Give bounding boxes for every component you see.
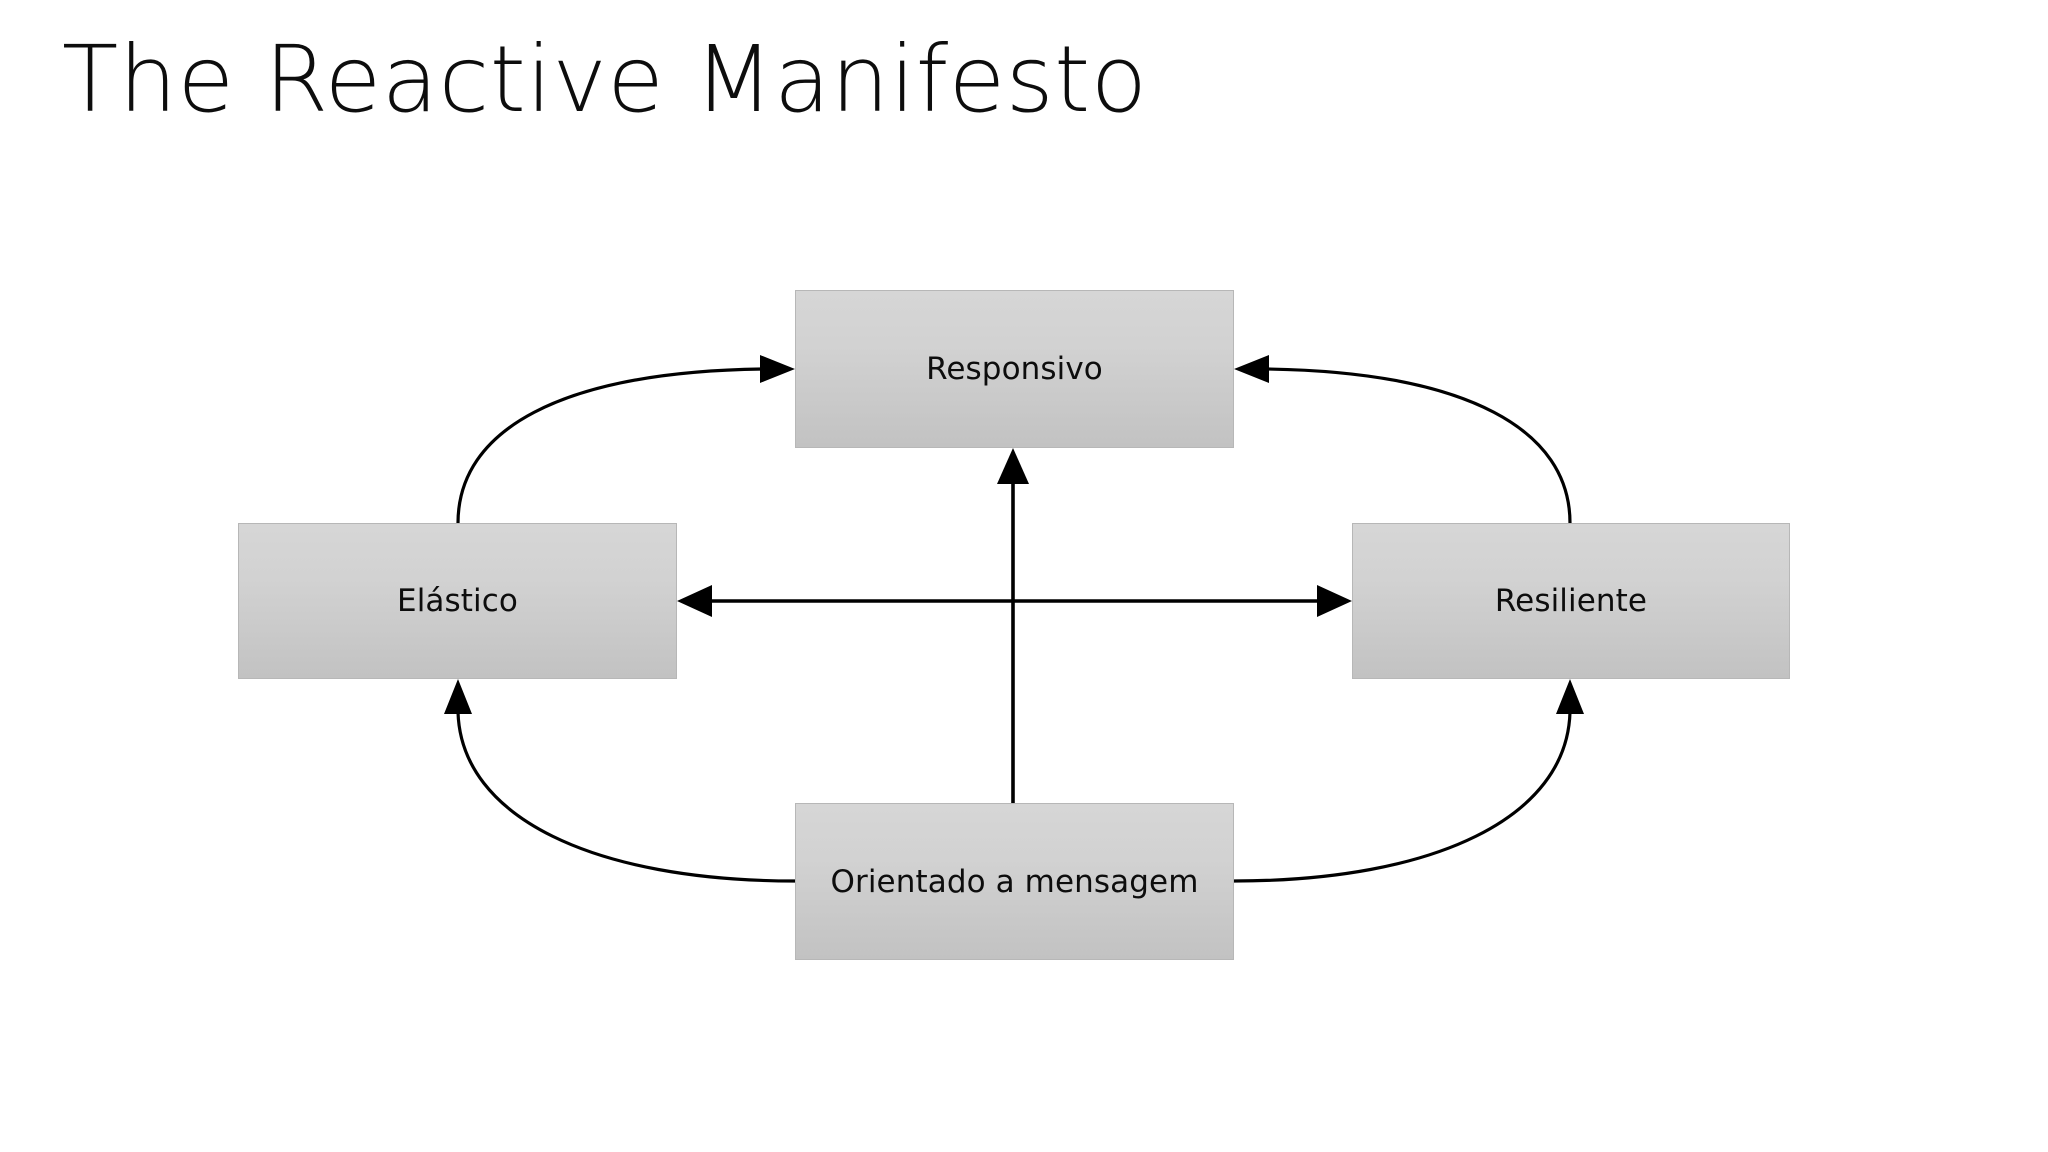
page-title: The Reactive Manifesto <box>62 26 1148 133</box>
connector-mensagem-to-elastico <box>444 679 796 883</box>
connector-resiliente-to-responsivo <box>1234 355 1572 524</box>
node-label-orientado-a-mensagem: Orientado a mensagem <box>830 863 1199 900</box>
diagram-node-responsivo[interactable]: Responsivo <box>795 290 1234 448</box>
diagram-node-orientado-a-mensagem[interactable]: Orientado a mensagem <box>795 803 1234 960</box>
diagram-node-resiliente[interactable]: Resiliente <box>1352 523 1790 679</box>
diagram-node-elastico[interactable]: Elástico <box>238 523 677 679</box>
connector-mensagem-to-responsivo <box>997 448 1029 803</box>
connector-elastico-to-responsivo <box>456 355 795 524</box>
node-label-responsivo: Responsivo <box>926 351 1103 387</box>
connector-mensagem-to-resiliente <box>1233 679 1584 883</box>
node-label-resiliente: Resiliente <box>1494 583 1648 619</box>
node-label-elastico: Elástico <box>397 583 518 619</box>
connector-elastico-resiliente <box>677 585 1352 617</box>
